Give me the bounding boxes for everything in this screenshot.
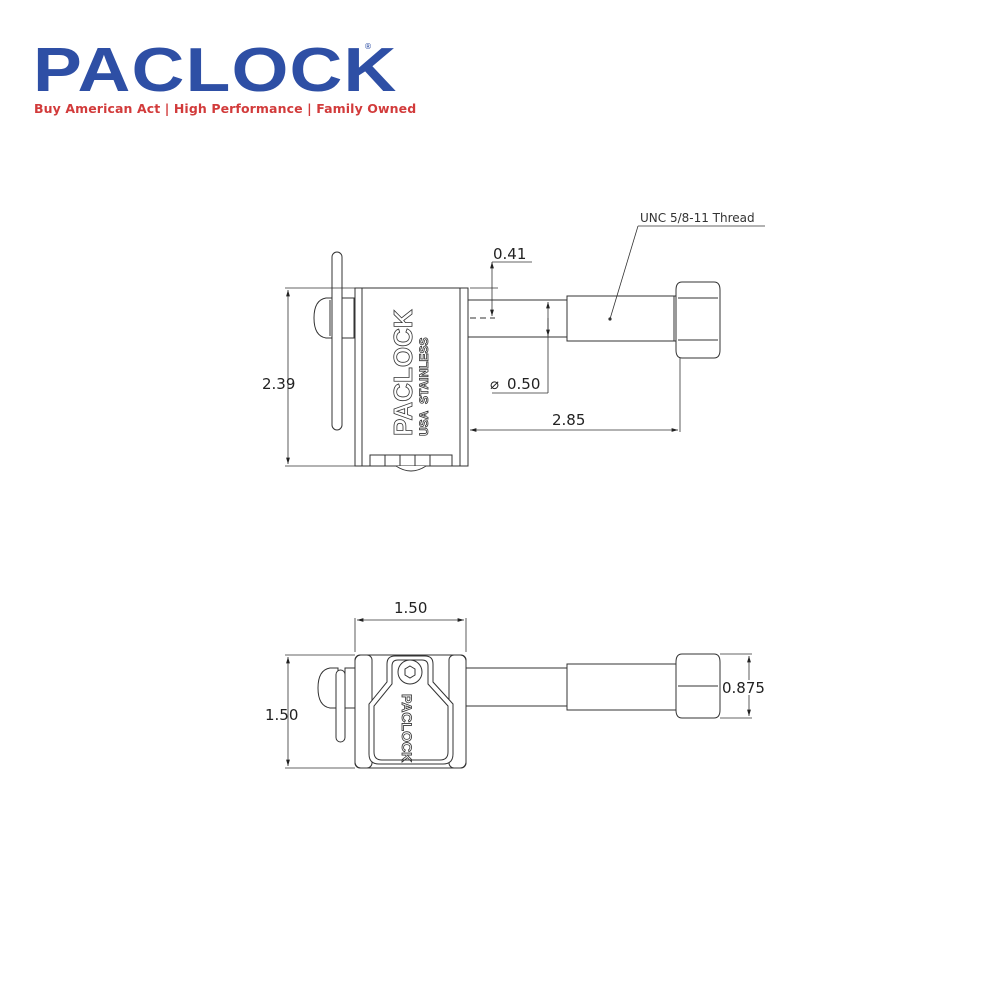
dim-body-height: 1.50 bbox=[265, 706, 298, 724]
brand-logo: PACLOCK bbox=[33, 40, 396, 102]
hex-socket-screw bbox=[397, 659, 423, 685]
dim-offset: 0.41 bbox=[493, 245, 526, 263]
knob bbox=[313, 297, 333, 339]
dim-overall-height: 2.39 bbox=[262, 375, 295, 393]
dim-length: 2.85 bbox=[552, 411, 585, 429]
logo-wordmark: PACLOCK bbox=[33, 36, 398, 105]
engraving-stainless: STAINLESS bbox=[417, 338, 431, 404]
dim-pin-diameter: 0.50 bbox=[507, 375, 540, 393]
registered-mark: ® bbox=[364, 42, 372, 51]
side-view bbox=[313, 251, 721, 472]
hasp-plate bbox=[331, 251, 343, 431]
thread-callout: UNC 5/8-11 Thread bbox=[640, 211, 755, 225]
top-view bbox=[317, 653, 721, 769]
engraving-usa: USA bbox=[417, 410, 431, 436]
side-engraving: PACLOCK USA STAINLESS bbox=[388, 309, 432, 437]
top-dimension-lines bbox=[285, 618, 752, 769]
top-engraving-brand: PACLOCK bbox=[399, 694, 415, 762]
logo-tagline: Buy American Act | High Performance | Fa… bbox=[34, 101, 417, 116]
engraving-brand: PACLOCK bbox=[388, 309, 418, 436]
dim-body-width: 1.50 bbox=[394, 599, 427, 617]
thread-section bbox=[566, 295, 678, 342]
hex-nut bbox=[675, 281, 721, 359]
dim-nut-size: 0.875 bbox=[722, 679, 765, 697]
side-dimension-lines bbox=[285, 225, 765, 467]
dim-diameter-symbol: ⌀ bbox=[490, 375, 499, 393]
